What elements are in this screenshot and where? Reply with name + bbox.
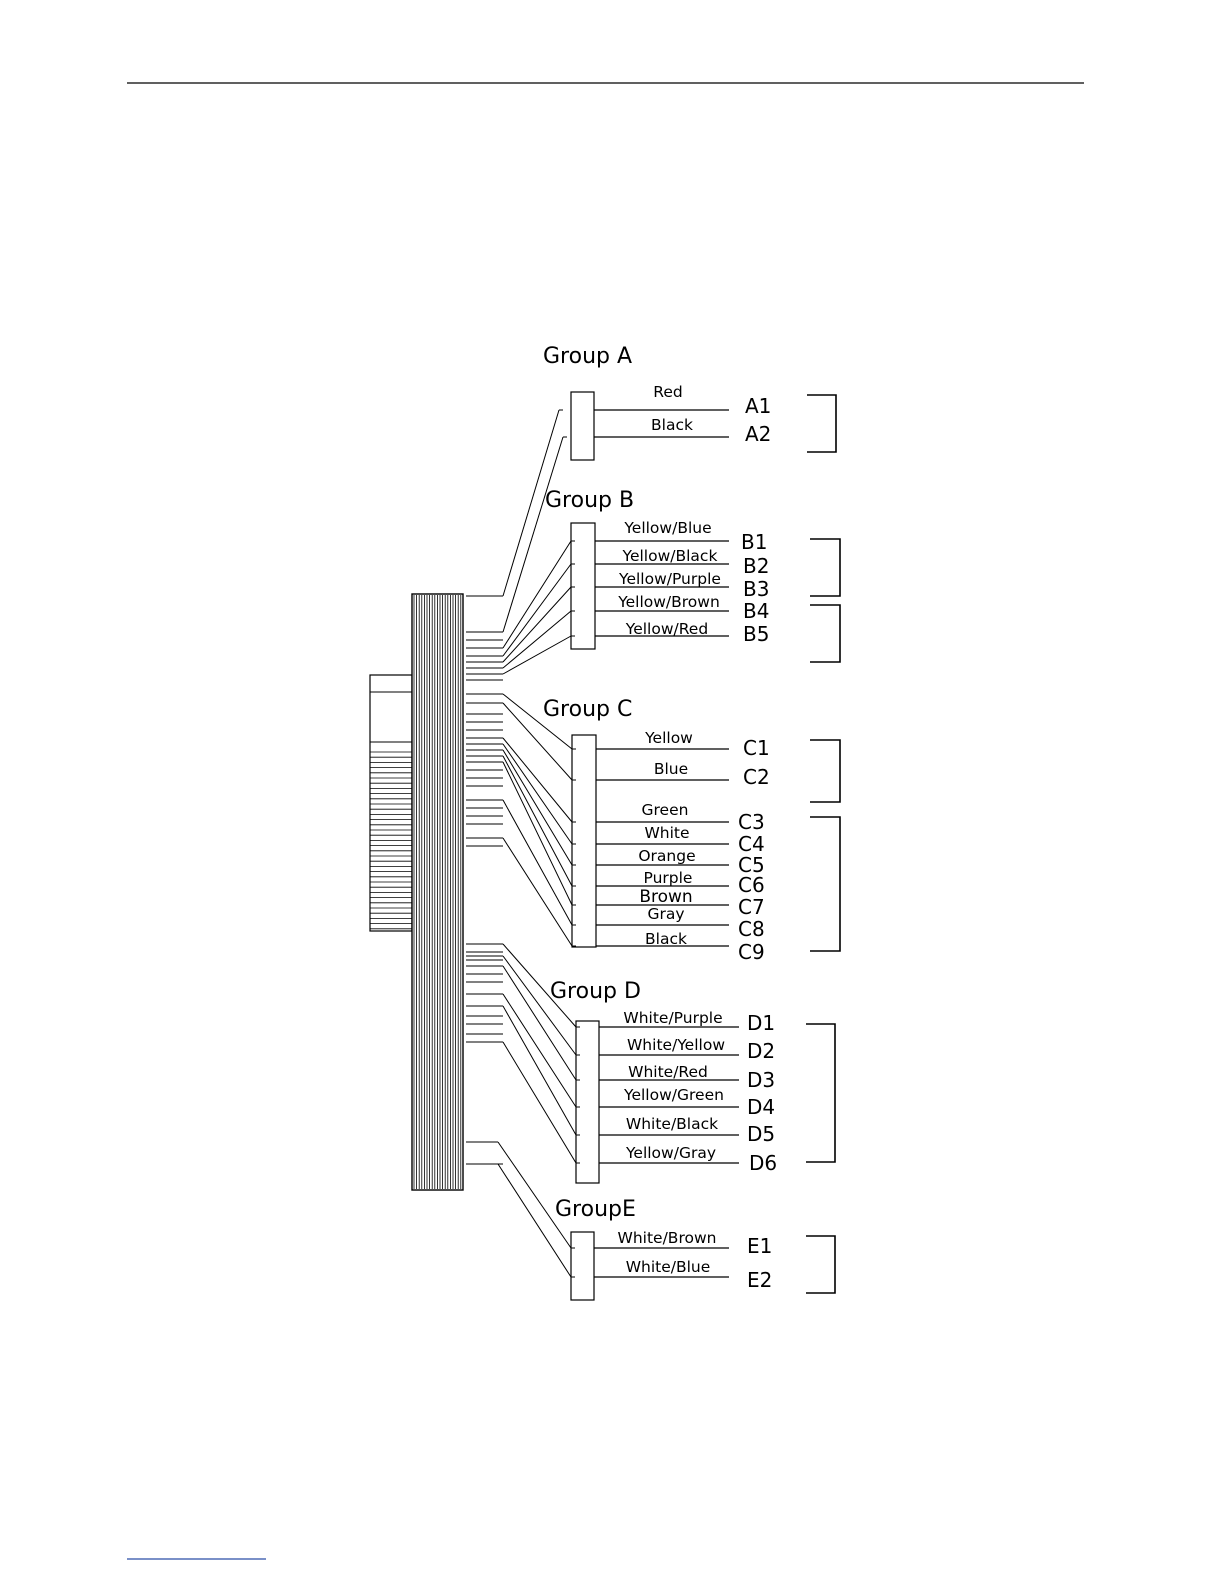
wire-label-b4: Yellow/Brown bbox=[617, 593, 720, 611]
wire-label-b2: Yellow/Black bbox=[622, 547, 718, 565]
wire-label-d3: White/Red bbox=[628, 1063, 708, 1081]
terminal-b4: B4 bbox=[743, 599, 769, 623]
group-e: GroupE White/Brown White/Blue E1 E2 bbox=[555, 1197, 836, 1301]
group-b-title: Group B bbox=[545, 488, 634, 513]
group-c-plug bbox=[571, 734, 597, 948]
wire-label-c5: Orange bbox=[638, 847, 695, 865]
connector-flange-pins bbox=[370, 691, 412, 930]
group-d-title: Group D bbox=[550, 979, 641, 1004]
main-connector bbox=[369, 593, 464, 1191]
terminal-b1: B1 bbox=[741, 530, 767, 554]
group-b-plug bbox=[570, 522, 596, 650]
wire-label-d5: White/Black bbox=[626, 1115, 718, 1133]
wire-label-c3: Green bbox=[642, 801, 689, 819]
group-a-plug bbox=[570, 391, 595, 461]
terminal-d5: D5 bbox=[747, 1122, 775, 1146]
terminal-c9: C9 bbox=[738, 940, 765, 964]
terminal-d3: D3 bbox=[747, 1068, 775, 1092]
wire-label-a1: Red bbox=[653, 383, 682, 401]
terminal-c7: C7 bbox=[738, 895, 765, 919]
wire-label-c7: Brown bbox=[639, 887, 692, 907]
wire-harness bbox=[466, 409, 580, 1278]
group-c: Group C Yellow Blue Green White Orange P… bbox=[543, 697, 841, 964]
wire-label-c1: Yellow bbox=[644, 729, 693, 747]
terminal-d4: D4 bbox=[747, 1095, 775, 1119]
connector-body-hatching bbox=[413, 595, 462, 1189]
wire-label-d4: Yellow/Green bbox=[623, 1086, 724, 1104]
group-a: Group A Red Black A1 A2 bbox=[543, 344, 837, 461]
wire-label-d2: White/Yellow bbox=[627, 1036, 725, 1054]
terminal-b2: B2 bbox=[743, 554, 769, 578]
bracket-a bbox=[807, 394, 837, 453]
terminal-d6: D6 bbox=[749, 1151, 777, 1175]
terminal-e1: E1 bbox=[747, 1234, 772, 1258]
wire-label-b1: Yellow/Blue bbox=[623, 519, 711, 537]
wire-label-b3: Yellow/Purple bbox=[618, 570, 721, 588]
wire-label-d6: Yellow/Gray bbox=[625, 1144, 716, 1162]
bracket-d bbox=[806, 1023, 836, 1163]
bracket-e bbox=[806, 1235, 836, 1294]
connector-flange bbox=[369, 674, 413, 932]
group-d-plug bbox=[575, 1020, 600, 1184]
terminal-c1: C1 bbox=[743, 736, 770, 760]
wire-label-c4: White bbox=[644, 824, 689, 842]
bracket-c-lower bbox=[810, 816, 841, 952]
wire-label-e2: White/Blue bbox=[626, 1258, 711, 1276]
terminal-c8: C8 bbox=[738, 917, 765, 941]
wire-label-a2: Black bbox=[651, 416, 693, 434]
terminal-c2: C2 bbox=[743, 765, 770, 789]
terminal-c4: C4 bbox=[738, 832, 765, 856]
wire-label-b5: Yellow/Red bbox=[625, 620, 708, 638]
terminal-a2: A2 bbox=[745, 422, 771, 446]
terminal-b3: B3 bbox=[743, 577, 769, 601]
terminal-c5: C5 bbox=[738, 853, 765, 877]
terminal-c6: C6 bbox=[738, 873, 765, 897]
group-b: Group B Yellow/Blue Yellow/Black Yellow/… bbox=[545, 488, 841, 663]
bracket-c-upper bbox=[810, 739, 841, 803]
terminal-a1: A1 bbox=[745, 394, 771, 418]
wire-label-c2: Blue bbox=[654, 760, 688, 778]
bracket-b-lower bbox=[810, 604, 841, 663]
terminal-d1: D1 bbox=[747, 1011, 775, 1035]
group-e-title: GroupE bbox=[555, 1197, 636, 1222]
terminal-b5: B5 bbox=[743, 622, 769, 646]
wire-label-e1: White/Brown bbox=[618, 1229, 717, 1247]
wire-label-c6: Purple bbox=[644, 869, 693, 887]
group-d: Group D White/Purple White/Yellow White/… bbox=[550, 979, 836, 1184]
group-c-title: Group C bbox=[543, 697, 632, 722]
bracket-b-upper bbox=[810, 538, 841, 597]
wire-label-c9: Black bbox=[645, 930, 687, 948]
terminal-d2: D2 bbox=[747, 1039, 775, 1063]
terminal-c3: C3 bbox=[738, 810, 765, 834]
group-a-title: Group A bbox=[543, 344, 632, 369]
group-e-plug bbox=[570, 1231, 595, 1301]
terminal-e2: E2 bbox=[747, 1268, 772, 1292]
wire-label-c8: Gray bbox=[647, 905, 684, 923]
wire-label-d1: White/Purple bbox=[623, 1009, 722, 1027]
